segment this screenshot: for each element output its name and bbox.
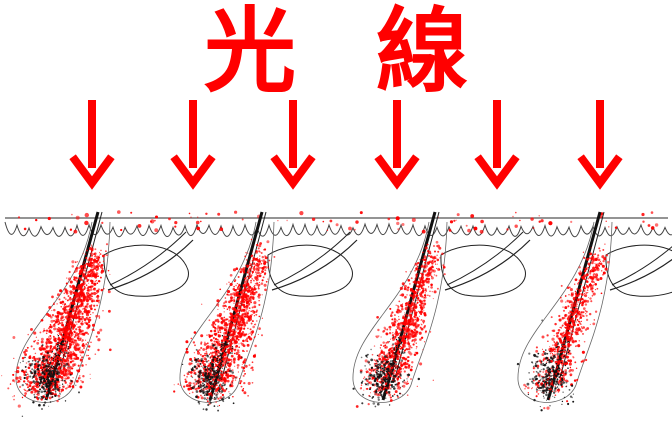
skin-surface [5, 210, 672, 236]
hair-follicle [173, 212, 357, 412]
hair-follicle [0, 212, 193, 417]
hair-follicle [352, 212, 530, 408]
hair-follicle [517, 212, 672, 411]
